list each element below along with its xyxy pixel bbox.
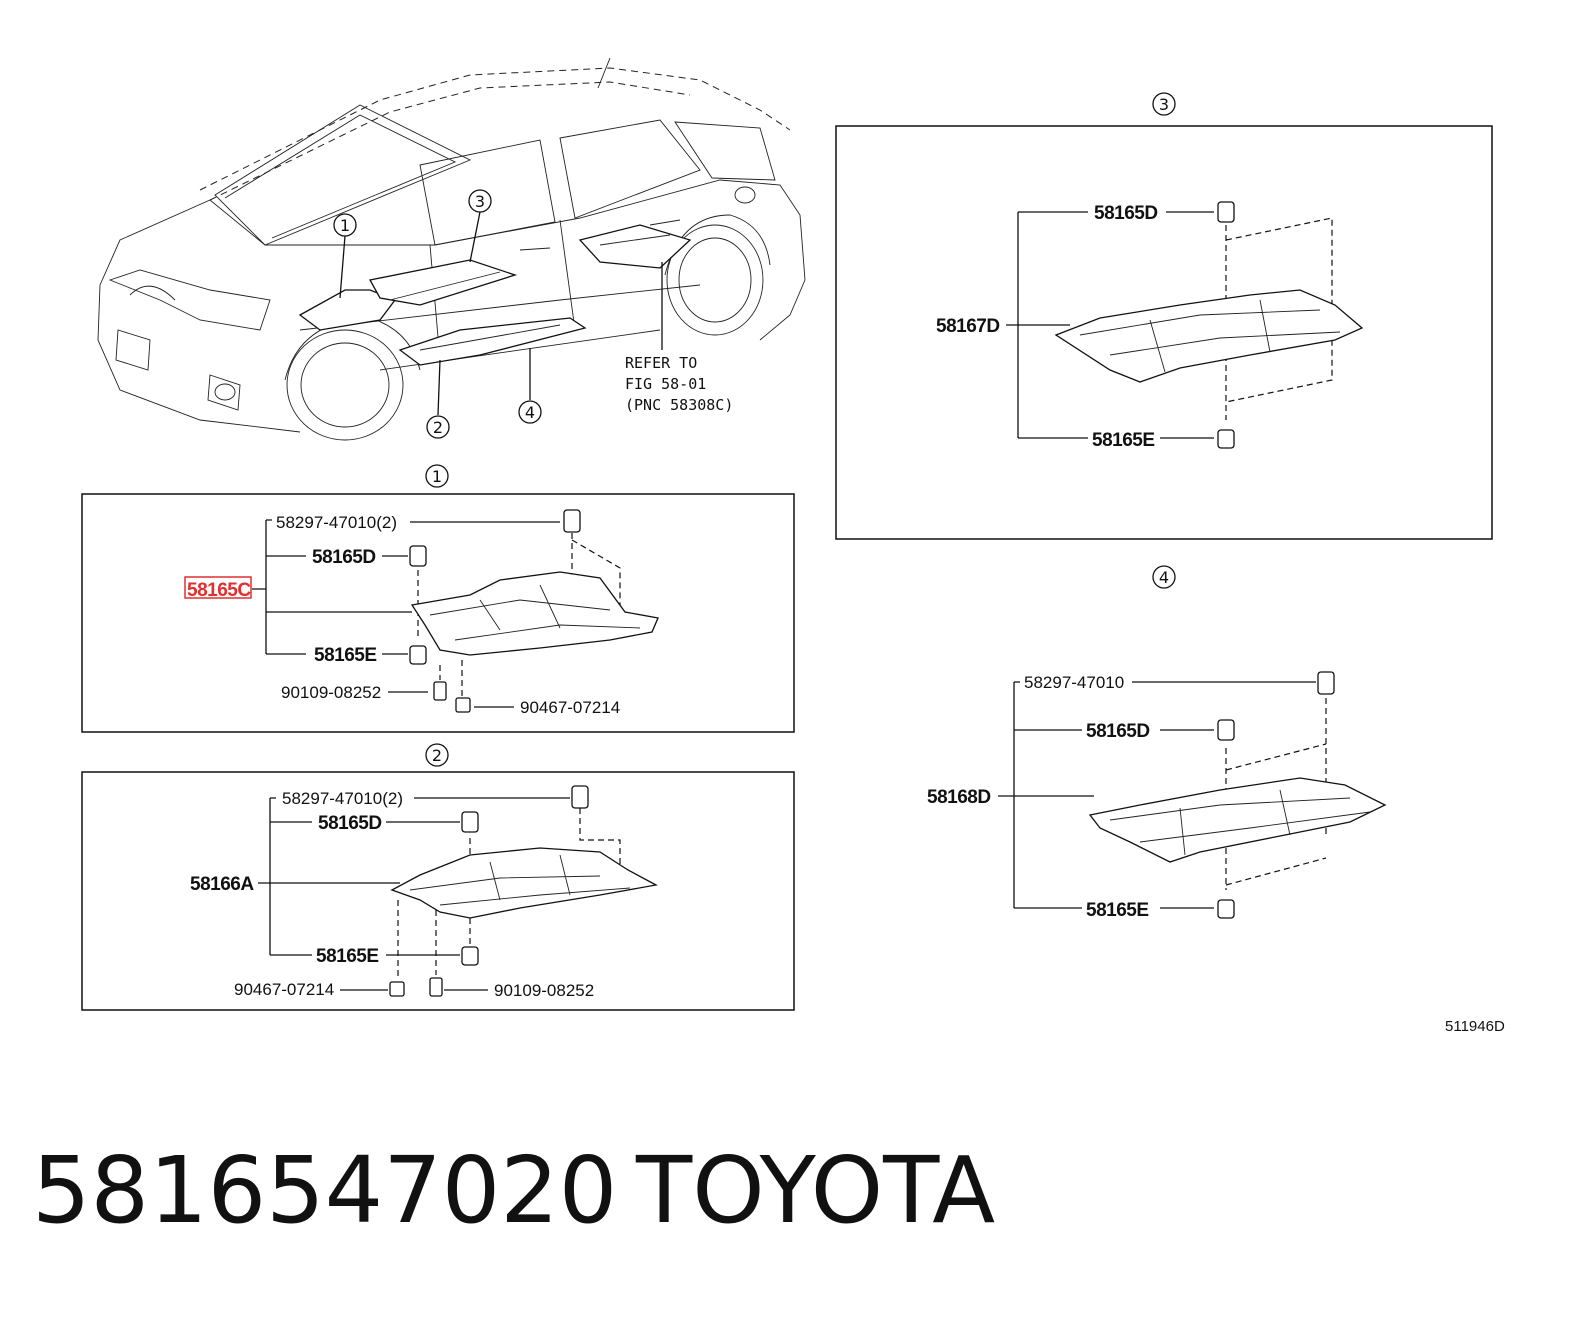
footer-brand: TOYOTA [635,1137,995,1244]
callout-2[interactable]: 2 [433,418,443,437]
panel-1-frame [81,493,795,733]
callout-circle-2 [426,415,450,439]
clip-icon [571,785,589,809]
panel-1: 1 58297-47010(2) 58165D 58165C 58165E 90… [81,464,795,733]
panel-1-cover-label[interactable]: 58165C [187,580,252,601]
panel-2-cover-label[interactable]: 58166A [190,874,255,895]
panel-2-number: 2 [432,746,442,765]
fastener-d-icon [1217,201,1235,223]
panel-2-frame [81,771,795,1011]
highlight-box [184,576,252,599]
panel-3-bottom-fastener-label[interactable]: 58165E [1092,430,1155,451]
panel-3-cover-label[interactable]: 58167D [936,316,1000,337]
cover-58167D-drawing [1054,289,1364,383]
nut-icon [455,697,471,713]
cover-58168D-drawing [1088,777,1387,863]
cover-58166A-drawing [390,847,658,919]
panel-4: 4 58297-47010 58165D 58168D 58165E [927,565,1387,921]
panel-1-bottom-fastener-label[interactable]: 58165E [314,645,377,666]
fastener-e-icon [1217,429,1235,449]
panel-2-bottom-fastener-label[interactable]: 58165E [316,946,379,967]
callout-circle-3 [468,189,492,213]
bolt-icon [429,977,443,997]
fastener-d-icon [461,811,479,833]
panel-4-bottom-fastener-label[interactable]: 58165E [1086,900,1149,921]
panel-1-top-fastener-label[interactable]: 58165D [312,547,376,568]
callout-circle-1 [333,213,357,237]
car-overview: 1 3 2 4 REFER TO FIG 58-01 (PNC 58308C) [97,57,806,441]
callout-4[interactable]: 4 [525,403,535,422]
callout-circle-4 [518,400,542,424]
panel-3: 3 58165D 58167D 58165E [835,92,1493,540]
nut-icon [389,981,405,997]
refer-line-1: REFER TO [625,354,697,372]
panel-2: 2 58297-47010(2) 58165D 58166A 58165E 90… [81,743,795,1011]
panel-1-bolt-label[interactable]: 90109-08252 [281,683,381,702]
panel-1-number: 1 [432,467,442,486]
panel-3-top-fastener-label[interactable]: 58165D [1094,203,1158,224]
panel-2-bolt-label[interactable]: 90109-08252 [494,981,594,1000]
panel-3-number: 3 [1159,95,1169,114]
panel-1-nut-label[interactable]: 90467-07214 [520,698,620,717]
refer-line-3: (PNC 58308C) [625,396,733,414]
clip-icon [1317,671,1335,695]
diagram-code: 511946D [1445,1018,1505,1035]
callout-1[interactable]: 1 [340,216,350,235]
cover-58165C-drawing [410,571,659,656]
fastener-e-icon [461,946,479,966]
fastener-e-icon [1217,899,1235,919]
panel-2-top-fastener-label[interactable]: 58165D [318,813,382,834]
panel-1-clip-label[interactable]: 58297-47010(2) [276,513,397,532]
panel-3-frame [835,125,1493,540]
panel-4-cover-label[interactable]: 58168D [927,787,991,808]
panel-4-number: 4 [1159,568,1169,587]
panel-2-nut-label[interactable]: 90467-07214 [234,980,334,999]
fastener-e-icon [409,645,427,665]
fastener-d-icon [409,545,427,567]
panel-4-top-fastener-label[interactable]: 58165D [1086,721,1150,742]
fastener-d-icon [1217,719,1235,741]
bolt-icon [433,681,447,701]
panel-2-clip-label[interactable]: 58297-47010(2) [282,789,403,808]
clip-icon [563,509,581,533]
refer-line-2[interactable]: FIG 58-01 [625,375,706,393]
footer-part-number: 5816547020 [32,1137,617,1244]
panel-4-clip-label[interactable]: 58297-47010 [1024,673,1124,692]
callout-3[interactable]: 3 [475,192,485,211]
